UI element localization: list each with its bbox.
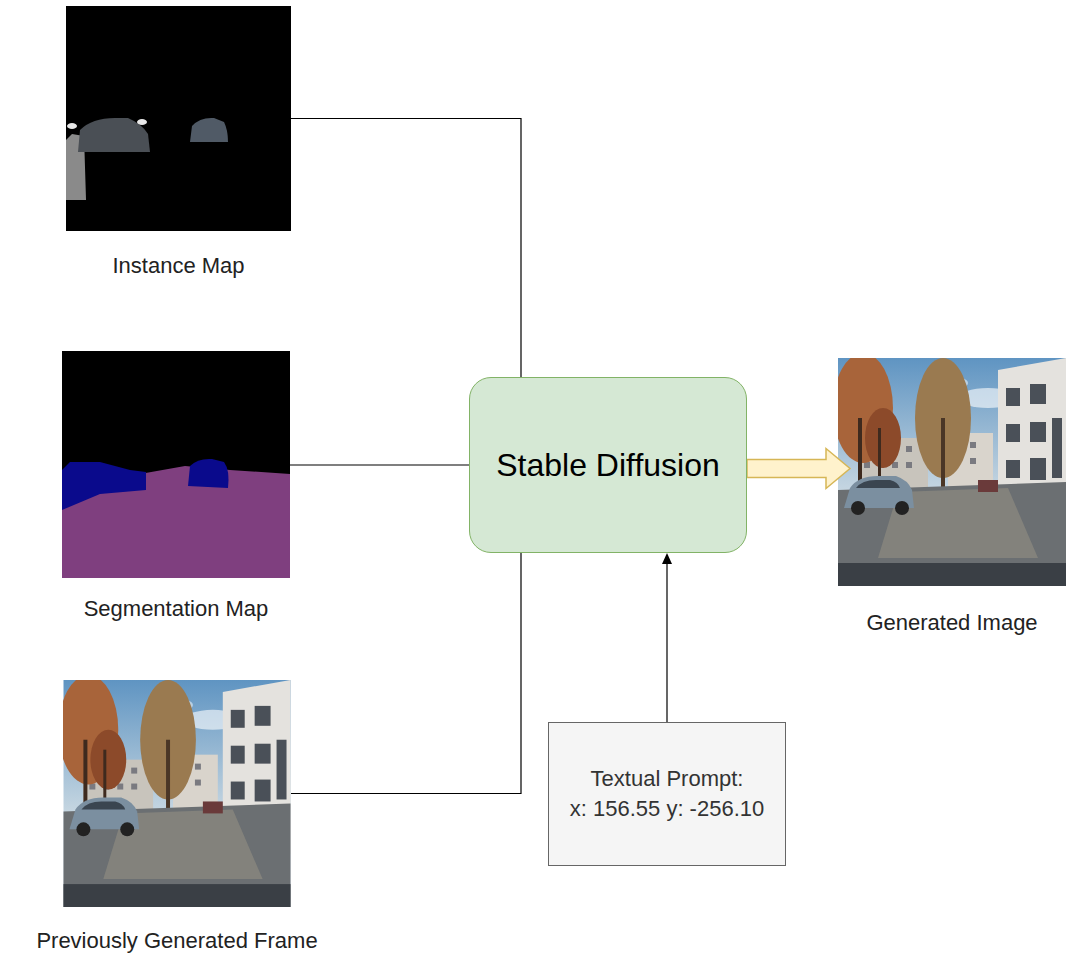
connector xyxy=(291,119,521,378)
connector-line xyxy=(291,119,521,378)
instance-map-image xyxy=(66,6,291,231)
segmentation-map: Segmentation Map xyxy=(62,351,290,578)
image-caption: Generated Image xyxy=(866,610,1037,636)
process-box: Stable Diffusion xyxy=(469,377,747,553)
arrowhead xyxy=(662,553,672,564)
previous-frame: Previously Generated Frame xyxy=(63,680,291,907)
previous-frame-image xyxy=(59,675,291,907)
image-caption: Previously Generated Frame xyxy=(36,928,317,954)
connector xyxy=(291,553,521,794)
connector-line xyxy=(666,564,667,722)
generated-image: Generated Image xyxy=(838,358,1066,586)
image-caption: Instance Map xyxy=(112,253,244,279)
box-label: Textual Prompt: xyxy=(591,764,744,794)
instance-map: Instance Map xyxy=(66,6,291,231)
connector xyxy=(290,465,469,466)
output-arrow xyxy=(747,449,850,489)
connector-line xyxy=(291,553,521,794)
box-label: Stable Diffusion xyxy=(496,446,720,484)
prompt-box: Textual Prompt:x: 156.55 y: -256.10 xyxy=(548,722,786,866)
segmentation-map-image xyxy=(62,351,290,578)
box-label: x: 156.55 y: -256.10 xyxy=(570,794,764,824)
connector-line xyxy=(290,464,469,465)
fat-arrow-shape xyxy=(747,449,850,489)
connector xyxy=(662,553,672,722)
generated-image xyxy=(833,353,1066,586)
image-caption: Segmentation Map xyxy=(84,596,269,622)
